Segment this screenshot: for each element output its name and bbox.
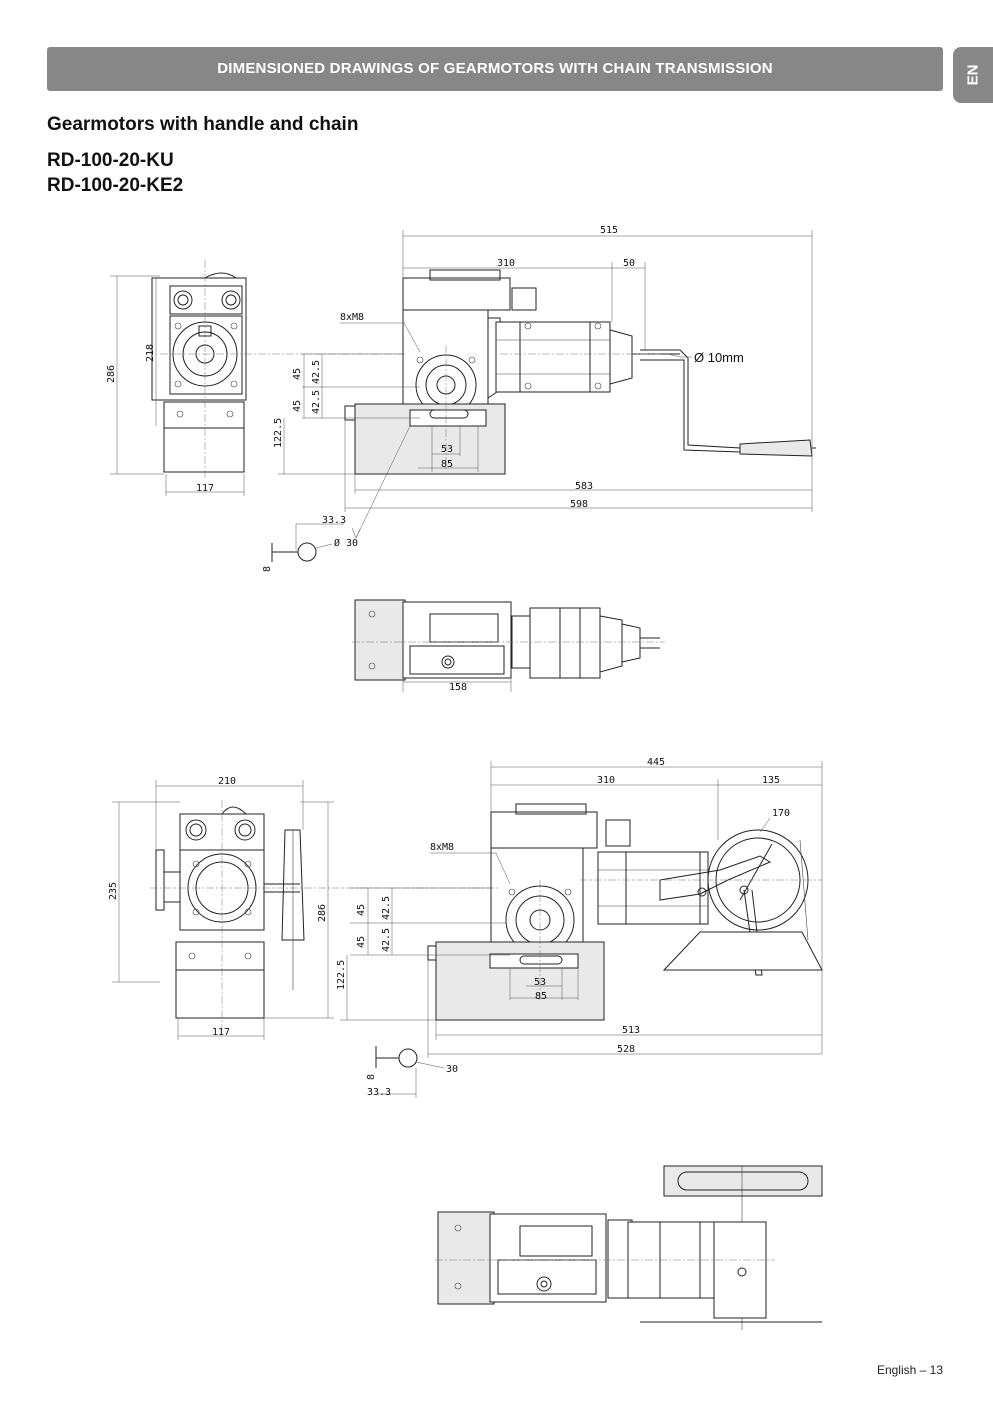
callout-8xm8-b: 8xM8 [430,842,454,853]
dim-33-3-a: 33.3 [322,515,346,526]
dim-30-diameter-a: Ø 30 [334,537,358,549]
dim-515: 515 [600,225,618,236]
dim-122-5-a: 122.5 [273,418,284,448]
drawing2-side-dimensions: 445 310 135 170 8xM8 45 42.5 45 42.5 122… [336,757,823,1058]
section-banner: DIMENSIONED DRAWINGS OF GEARMOTORS WITH … [47,47,943,91]
dim-8-a: 8 [262,566,273,572]
drawing2-chain-detail: 30 8 33.3 [366,1046,458,1098]
dim-170: 170 [772,808,790,819]
drawing2-top-view [435,1165,823,1330]
callout-rod-diameter: Ø 10mm [694,350,744,365]
dim-286-b: 286 [317,904,328,922]
drawing2-front-dimensions: 210 235 286 117 [108,776,334,1040]
dim-42-5-d: 42.5 [381,928,392,952]
dim-286-a: 286 [106,365,117,383]
section-title: Gearmotors with handle and chain [47,114,359,135]
dim-583: 583 [575,481,593,492]
drawing1-front-view [151,260,405,480]
dim-528: 528 [617,1044,635,1055]
drawing1-side-view [344,269,816,475]
dim-117-b: 117 [212,1027,230,1038]
callout-8xm8-a: 8xM8 [340,312,364,323]
page-number: English – 13 [876,1363,943,1377]
drawing1-chain-detail: 33.3 Ø 30 8 [262,515,358,572]
dim-135: 135 [762,775,780,786]
drawing2-front-view [150,800,500,1030]
dim-85-b: 85 [535,991,547,1002]
drawing1-side-dimensions: 515 310 50 8xM8 Ø 10mm 45 42.5 45 42.5 1… [273,225,813,539]
dim-117-a: 117 [196,483,214,494]
dim-158: 158 [449,682,467,693]
dim-8-b: 8 [366,1074,377,1080]
drawing2-side-view [427,803,823,1021]
dim-513: 513 [622,1025,640,1036]
dim-42-5-b: 42.5 [311,390,322,414]
drawing1-top-view [352,599,665,681]
dim-210: 210 [218,776,236,787]
dim-122-5-b: 122.5 [336,960,347,990]
dim-33-3-b: 33.3 [367,1087,391,1098]
language-tab[interactable]: EN [953,47,993,103]
dim-218: 218 [145,344,156,362]
dim-53-a: 53 [441,444,453,455]
dim-445: 445 [647,757,665,768]
dim-53-b: 53 [534,977,546,988]
dim-50: 50 [623,258,635,269]
dim-45-c: 45 [356,904,367,916]
drawing1-front-dimensions: 286 218 117 [106,275,245,496]
dim-598: 598 [570,499,588,510]
dim-30-b: 30 [446,1064,458,1075]
dim-235: 235 [108,882,119,900]
dim-310-b: 310 [597,775,615,786]
dim-310-a: 310 [497,258,515,269]
dim-85-a: 85 [441,459,453,470]
model-name-2: RD-100-20-KE2 [47,175,184,196]
dim-42-5-a: 42.5 [311,360,322,384]
dim-45-d: 45 [356,936,367,948]
dim-45-b: 45 [292,400,303,412]
dim-42-5-c: 42.5 [381,896,392,920]
drawing1-top-dimensions: 158 [402,678,512,693]
dim-45-a: 45 [292,368,303,380]
model-name-1: RD-100-20-KU [47,150,174,171]
